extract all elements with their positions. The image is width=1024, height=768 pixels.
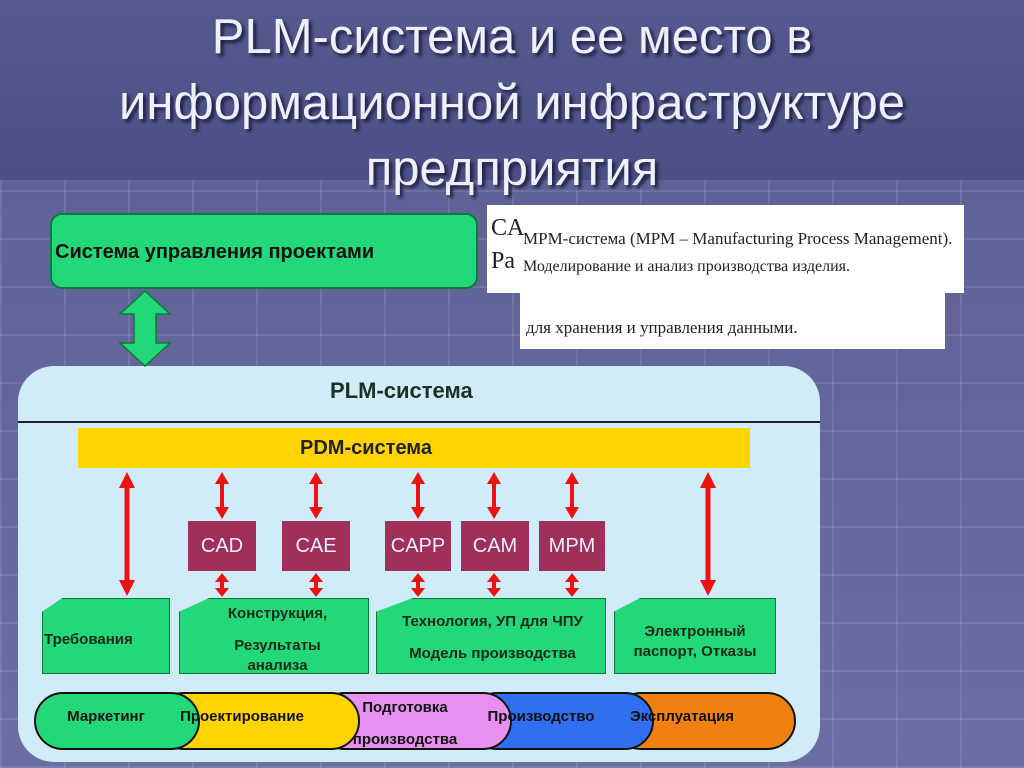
tool-box-mpm: MPM bbox=[539, 521, 605, 571]
arrow-cam-data bbox=[487, 573, 501, 597]
tool-box-cad: CAD bbox=[188, 521, 256, 571]
title-line-2: информационной инфраструктуре bbox=[118, 76, 906, 130]
data-box-design-line-1: Конструкция, bbox=[227, 605, 328, 622]
data-box-passport-line-1: Электронный bbox=[644, 623, 746, 640]
stage-marketing-label: Маркетинг bbox=[67, 708, 145, 725]
note-pdm-storage-text: для хранения и управления данными. bbox=[526, 318, 798, 337]
arrow-pdm-capp bbox=[411, 472, 425, 519]
arrow-passport-pdm bbox=[700, 472, 716, 596]
project-management-label: Система управления проектами bbox=[55, 241, 375, 263]
plm-system-label: PLM-система bbox=[330, 378, 473, 403]
data-box-technology-line-1: Технология, УП для ЧПУ bbox=[402, 613, 583, 630]
data-box-requirements bbox=[42, 598, 170, 674]
tool-box-capp: CAPP bbox=[385, 521, 451, 571]
data-box-design bbox=[179, 598, 369, 674]
note-pdm-storage bbox=[520, 285, 945, 349]
stage-marketing bbox=[34, 692, 200, 750]
arrow-pdm-mpm bbox=[565, 472, 579, 519]
note-clipped-text-2: Ра bbox=[491, 248, 515, 274]
data-box-technology bbox=[376, 598, 606, 674]
arrow-project-management-plm bbox=[118, 289, 172, 368]
tool-box-cam: CAM bbox=[461, 521, 529, 571]
arrow-pdm-cad bbox=[215, 472, 229, 519]
stage-preparation-line-2: производства bbox=[352, 731, 458, 748]
data-box-design-line-3: анализа bbox=[247, 657, 308, 674]
data-box-technology-line-2: Модель производства bbox=[409, 645, 576, 662]
note-mpm-definition: MPM-система (MPM – Manufacturing Process… bbox=[523, 229, 953, 248]
arrow-pdm-cae bbox=[309, 472, 323, 519]
note-mpm bbox=[487, 205, 964, 293]
note-mpm-description: Моделирование и анализ производства изде… bbox=[523, 258, 851, 275]
arrow-capp-data bbox=[411, 573, 425, 597]
arrow-mpm-data bbox=[565, 573, 579, 597]
stage-operation-label: Эксплуатация bbox=[629, 708, 735, 725]
tool-box-cae: CAE bbox=[282, 521, 350, 571]
data-box-design-line-2: Результаты bbox=[234, 637, 321, 654]
stage-preparation-line-1: Подготовка bbox=[362, 699, 448, 716]
pdm-system-label: PDM-система bbox=[300, 437, 432, 459]
arrow-cad-data bbox=[215, 573, 229, 597]
note-clipped-text-1: CA bbox=[491, 215, 525, 241]
plm-divider bbox=[18, 421, 820, 423]
stage-design-label: Проектирование bbox=[180, 708, 304, 725]
data-box-passport bbox=[614, 598, 776, 674]
project-management-box bbox=[50, 213, 478, 289]
title-line-3: предприятия bbox=[365, 142, 659, 196]
data-box-requirements-text: Требования bbox=[44, 631, 133, 648]
title-line-1: PLM-система и ее место в bbox=[211, 10, 813, 64]
arrow-requirements-pdm bbox=[119, 472, 135, 596]
pdm-system-bar bbox=[78, 428, 750, 468]
arrow-cae-data bbox=[309, 573, 323, 597]
data-box-passport-line-2: паспорт, Отказы bbox=[633, 643, 757, 660]
stage-production-label: Производство bbox=[487, 708, 595, 725]
title-background bbox=[0, 0, 1024, 190]
arrow-pdm-cam bbox=[487, 472, 501, 519]
slide-title: PLM-система и ее место в информационной … bbox=[0, 4, 1024, 202]
